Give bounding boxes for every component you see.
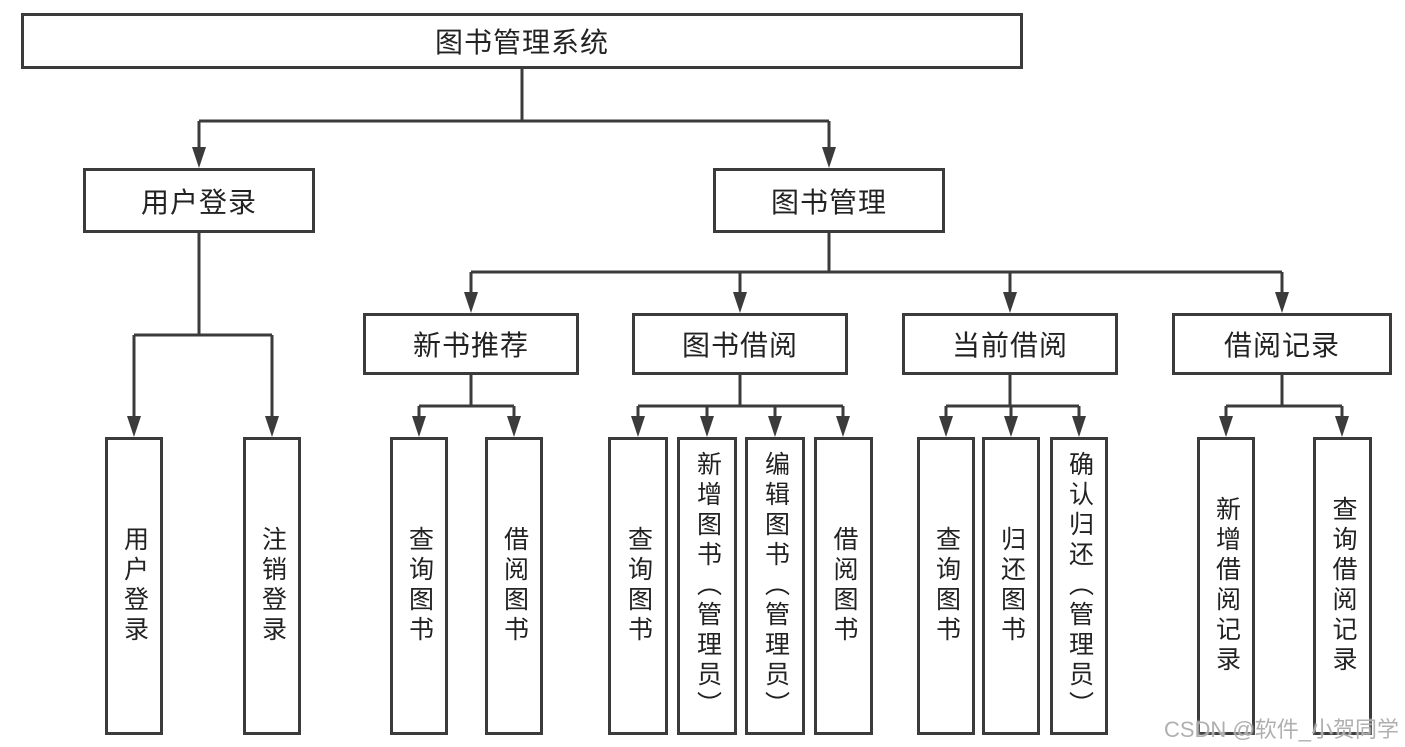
leaf-confirm-return-admin-label: 确认归还（管理员） bbox=[1065, 451, 1094, 721]
node-book-management-label: 图书管理 bbox=[770, 186, 887, 218]
leaf-query-books-1-label: 查询图书 bbox=[405, 526, 434, 646]
leaf-query-books-3-label: 查询图书 bbox=[932, 526, 961, 646]
node-borrowing-records-label: 借阅记录 bbox=[1223, 330, 1340, 361]
node-library-system-label: 图书管理系统 bbox=[434, 27, 609, 58]
leaf-logout-label: 注销登录 bbox=[258, 526, 287, 646]
leaf-borrow-books-2: 借阅图书 bbox=[814, 437, 873, 735]
leaf-logout: 注销登录 bbox=[243, 437, 301, 735]
node-current-borrowing-label: 当前借阅 bbox=[951, 330, 1068, 361]
node-library-system: 图书管理系统 bbox=[21, 13, 1023, 69]
leaf-query-books-2-label: 查询图书 bbox=[624, 526, 653, 646]
node-new-book-recommend-label: 新书推荐 bbox=[412, 330, 529, 361]
leaf-return-books-label: 归还图书 bbox=[997, 526, 1026, 646]
node-user-login: 用户登录 bbox=[83, 168, 315, 233]
node-book-borrowing: 图书借阅 bbox=[632, 313, 848, 375]
leaf-add-borrow-record: 新增借阅记录 bbox=[1197, 437, 1255, 735]
leaf-query-books-2: 查询图书 bbox=[608, 437, 668, 735]
node-current-borrowing: 当前借阅 bbox=[902, 313, 1118, 375]
node-new-book-recommend: 新书推荐 bbox=[363, 313, 579, 375]
leaf-edit-books-admin-label: 编辑图书（管理员） bbox=[761, 451, 790, 721]
leaf-query-books-3: 查询图书 bbox=[917, 437, 975, 735]
node-book-borrowing-label: 图书借阅 bbox=[681, 330, 798, 361]
leaf-query-borrow-record-label: 查询借阅记录 bbox=[1329, 496, 1357, 676]
leaf-borrow-books-1-label: 借阅图书 bbox=[500, 526, 529, 646]
node-user-login-label: 用户登录 bbox=[140, 186, 257, 218]
node-book-management: 图书管理 bbox=[713, 168, 945, 233]
leaf-add-borrow-record-label: 新增借阅记录 bbox=[1212, 496, 1241, 676]
leaf-borrow-books-2-label: 借阅图书 bbox=[830, 526, 858, 646]
leaf-add-books-admin: 新增图书（管理员） bbox=[677, 437, 737, 735]
node-borrowing-records: 借阅记录 bbox=[1172, 313, 1392, 375]
watermark: CSDN @软件_小贺同学 bbox=[1163, 717, 1399, 742]
leaf-return-books: 归还图书 bbox=[982, 437, 1040, 735]
leaf-borrow-books-1: 借阅图书 bbox=[485, 437, 543, 735]
leaf-query-books-1: 查询图书 bbox=[390, 437, 448, 735]
leaf-user-login-label: 用户登录 bbox=[120, 526, 149, 646]
leaf-edit-books-admin: 编辑图书（管理员） bbox=[745, 437, 805, 735]
leaf-user-login: 用户登录 bbox=[105, 437, 163, 735]
leaf-add-books-admin-label: 新增图书（管理员） bbox=[693, 451, 722, 721]
leaf-confirm-return-admin: 确认归还（管理员） bbox=[1050, 437, 1108, 735]
leaf-query-borrow-record: 查询借阅记录 bbox=[1313, 437, 1372, 735]
